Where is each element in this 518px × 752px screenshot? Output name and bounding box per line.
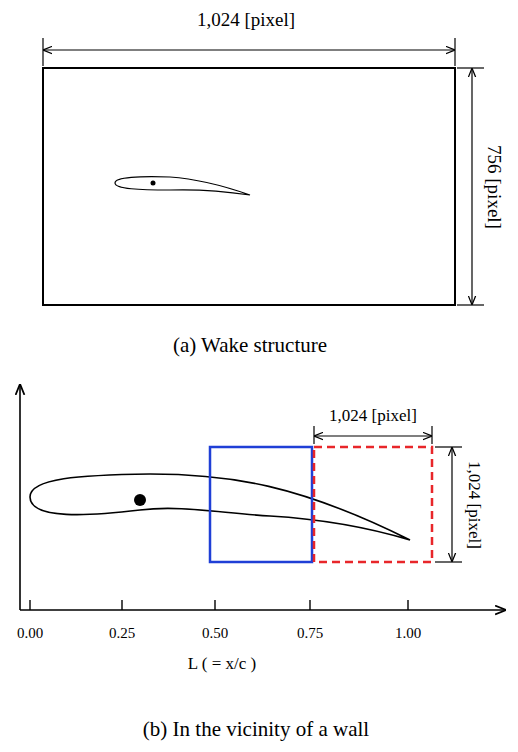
tick-label: 0.25 — [109, 625, 135, 642]
tick-label: 1.00 — [395, 625, 421, 642]
airfoil — [30, 474, 410, 540]
panel-caption: (b) In the vicinity of a wall — [143, 718, 369, 741]
pivot-dot — [151, 181, 156, 186]
dimension-arrow — [451, 448, 452, 561]
view-window-blue — [210, 447, 312, 562]
tick-label: 0.75 — [297, 625, 323, 642]
dimension-label: 1,024 [pixel] — [465, 461, 484, 549]
dimension-arrow — [44, 49, 454, 50]
axis-label: L ( = x/c ) — [188, 655, 256, 674]
y-axis — [19, 385, 21, 610]
dimension-arrow — [315, 435, 431, 436]
tick-label: 0.00 — [17, 625, 43, 642]
extension-line — [431, 426, 432, 444]
dimension-label: 756 [pixel] — [484, 145, 505, 229]
extension-line — [313, 426, 314, 444]
pivot-dot — [134, 494, 146, 506]
axis-ticks — [30, 600, 408, 610]
extension-line — [454, 38, 455, 66]
tick-label: 0.50 — [202, 625, 228, 642]
view-window-red — [314, 447, 432, 562]
x-axis — [20, 609, 505, 611]
dimension-label: 1,024 [pixel] — [329, 407, 417, 426]
dimension-label: 1,024 [pixel] — [197, 10, 295, 31]
extension-line — [457, 304, 484, 305]
panel-caption: (a) Wake structure — [173, 334, 327, 357]
extension-line — [435, 446, 462, 447]
airfoil — [115, 177, 250, 195]
extension-line — [435, 561, 462, 562]
extension-line — [457, 67, 484, 68]
image-frame — [43, 68, 455, 305]
dimension-arrow — [471, 69, 472, 304]
extension-line — [42, 38, 43, 66]
